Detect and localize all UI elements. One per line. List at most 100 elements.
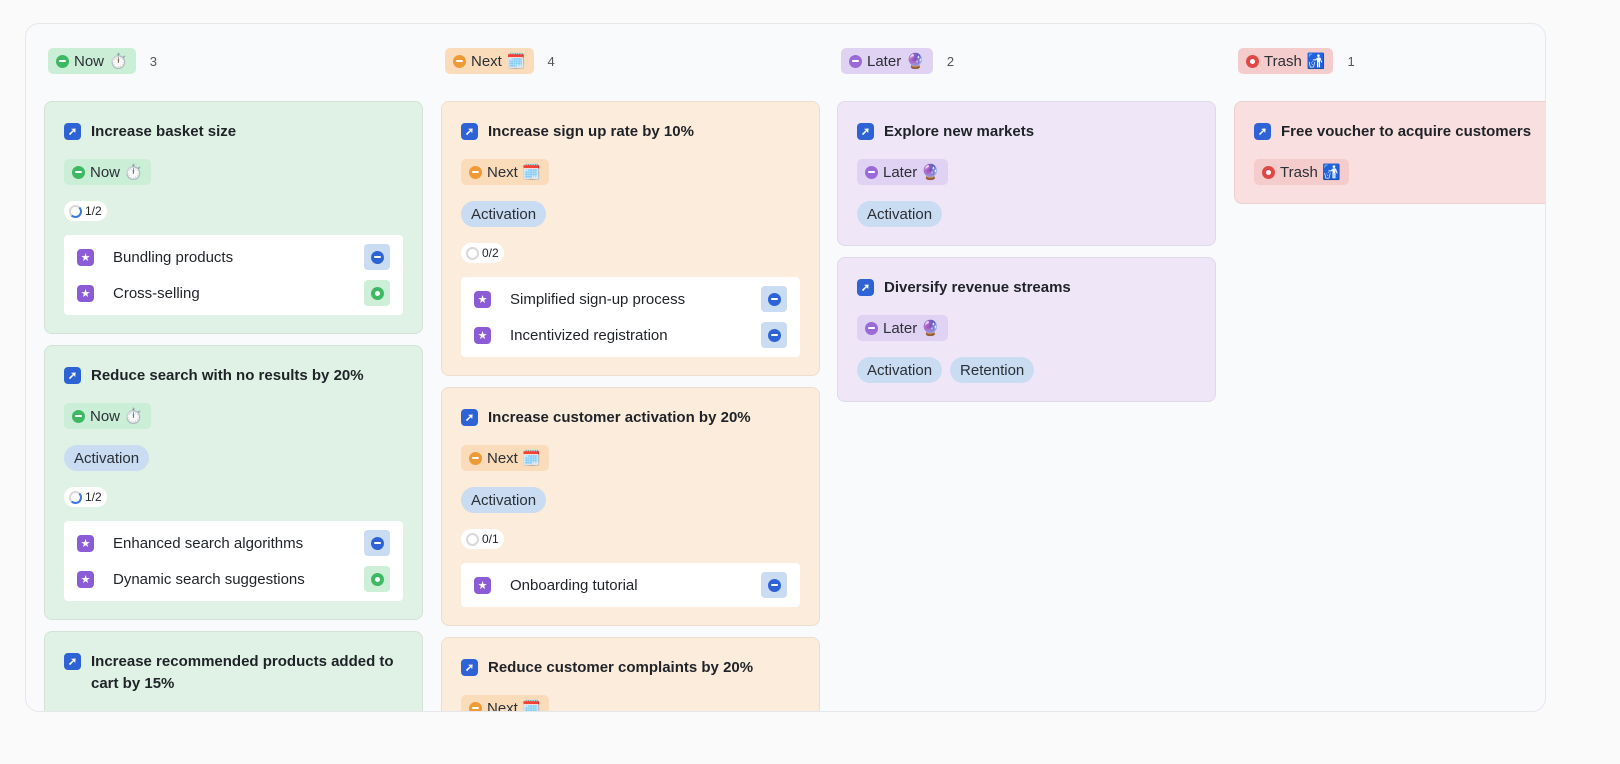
key-result-item[interactable]: ★Bundling products [77,239,390,275]
key-result-item[interactable]: ★ Dynamic search suggestions [77,561,390,597]
star-icon: ★ [77,570,94,588]
card-status-pill[interactable]: Next 🗓️ [461,159,549,185]
key-result-item[interactable]: ★Simplified sign-up process [474,281,787,317]
star-icon: ★ [77,534,94,552]
card-title: ➚Explore new markets [857,121,1196,143]
key-result-item[interactable]: ★Cross-selling [77,275,390,311]
rocket-icon: ➚ [64,123,81,140]
rocket-icon: ➚ [461,409,478,426]
tag-row: Activation [64,445,403,471]
key-result-status[interactable] [364,566,390,592]
tag-retention[interactable]: Retention [950,357,1035,383]
card-title-text[interactable]: Increase sign up rate by 10% [488,123,694,140]
column-pill-now[interactable]: Now⏱️ [48,48,136,74]
card-status-pill[interactable]: Next 🗓️ [461,695,549,711]
star-icon: ★ [474,576,491,594]
card-title: ➚Reduce search with no results by 20% [64,365,403,387]
key-results: ★Simplified sign-up process★Incentivized… [461,277,800,357]
card-status-pill[interactable]: Later 🔮 [857,315,949,341]
progress-badge: 0/1 [461,529,504,549]
card-status-pill[interactable]: Next 🗓️ [461,445,549,471]
key-result-status[interactable] [364,530,390,556]
card-title-text[interactable]: Free voucher to acquire customers [1281,123,1532,140]
column-header-next: Next🗓️4 [445,48,555,74]
card-status-pill[interactable]: Now ⏱️ [64,403,151,429]
tag-row: Activation [461,201,800,227]
status-label: Trash 🚮 [1280,164,1341,181]
key-result-item[interactable]: ★ Enhanced search algorithms [77,525,390,561]
done-icon [370,286,384,300]
key-results: ★Bundling products★Cross-selling [64,235,403,315]
key-result-label: Dynamic search suggestions [113,570,305,588]
key-result-label: Enhanced search algorithms [113,534,304,552]
tag-activation[interactable]: Activation [461,201,547,227]
key-result-status[interactable] [761,572,787,598]
progress-badge: 1/2 [64,487,107,507]
status-row: Trash 🚮 [1254,159,1545,185]
tag-activation[interactable]: Activation [857,357,943,383]
status-later-icon [849,54,862,68]
status-label: Now ⏱️ [90,164,143,181]
status-trash-icon [1262,165,1275,179]
column-pill-trash[interactable]: Trash🚮 [1238,48,1334,74]
key-result-status[interactable] [364,244,390,270]
card-title-text[interactable]: Explore new markets [884,123,1035,140]
tag-activation[interactable]: Activation [857,201,943,227]
objective-card[interactable]: ➚ Increase recommended products added to … [44,631,423,712]
column-pill-next[interactable]: Next🗓️ [445,48,534,74]
in-progress-icon [767,328,781,342]
key-result-status[interactable] [364,280,390,306]
rocket-icon: ➚ [857,279,874,296]
card-title-text[interactable]: Reduce customer complaints by 20% [488,659,754,676]
status-row: Next 🗓️ [461,159,800,185]
column-header-trash: Trash🚮1 [1238,48,1355,74]
status-next-icon [469,701,482,711]
card-title-text[interactable]: Diversify revenue streams [884,279,1071,296]
objective-card[interactable]: ➚ Increase sign up rate by 10% Next 🗓️ Acti… [441,101,820,376]
card-status-pill[interactable]: Trash 🚮 [1254,159,1349,185]
card-status-pill[interactable]: Now ⏱️ [64,711,151,712]
card-title-text[interactable]: Reduce search with no results by 20% [91,367,364,384]
status-now-icon [72,409,85,423]
key-result-label: Incentivized registration [510,326,668,344]
column-emoji: 🔮 [906,53,925,70]
column-emoji: 🚮 [1306,53,1326,70]
rocket-icon: ➚ [461,123,478,140]
objective-card[interactable]: ➚Reduce customer complaints by 20%Next 🗓… [441,637,820,711]
status-label: Next 🗓️ [487,450,541,467]
in-progress-icon [370,536,384,550]
column-emoji: ⏱️ [109,53,128,70]
status-label: Later 🔮 [883,320,941,337]
key-result-label: Onboarding tutorial [510,576,638,594]
status-label: Next 🗓️ [487,164,541,181]
objective-card[interactable]: ➚Reduce search with no results by 20% Now… [44,345,423,620]
key-result-item[interactable]: ★ Onboarding tutorial [474,567,787,603]
rocket-icon: ➚ [64,653,81,670]
card-title-text[interactable]: Increase basket size [91,123,237,140]
column-pill-later[interactable]: Later🔮 [841,48,933,74]
card-list: ➚ Increase sign up rate by 10% Next 🗓️ Acti… [441,101,820,711]
progress-badge: 1/2 [64,201,107,221]
star-icon: ★ [474,290,491,308]
column-label: Trash [1264,52,1302,70]
status-row: Now ⏱️ [64,159,403,185]
card-status-pill[interactable]: Later 🔮 [857,159,949,185]
key-result-item[interactable]: ★Incentivized registration [474,317,787,353]
card-status-pill[interactable]: Now ⏱️ [64,159,151,185]
card-title-text[interactable]: Increase customer activation by 20% [488,409,751,426]
status-row: Now ⏱️ [64,403,403,429]
key-result-status[interactable] [761,286,787,312]
objective-card[interactable]: ➚ Increase customer activation by 20% Next… [441,387,820,626]
progress-ring-icon [69,490,82,504]
tag-activation[interactable]: Activation [461,487,547,513]
card-title-text[interactable]: Increase recommended products added to c… [91,653,394,692]
tag-row: Activation Retention [857,357,1196,383]
key-result-status[interactable] [761,322,787,348]
tag-activation[interactable]: Activation [64,445,150,471]
